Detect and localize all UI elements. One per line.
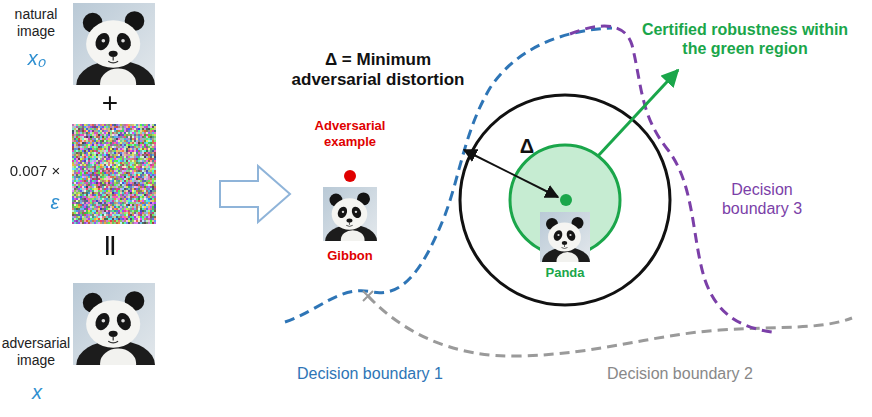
heading-note: Δ = Minimum adversarial distortion (283, 50, 473, 91)
image-caption: natural image (2, 6, 70, 40)
callout-arrow (598, 70, 678, 156)
decision-boundary-2 (368, 296, 852, 356)
operator-symbol: + (95, 86, 125, 120)
adversarial-image (73, 283, 155, 390)
distance-arrow (464, 150, 558, 197)
operator-symbol: || (95, 232, 125, 256)
callout-note: Certified robustness within the green re… (640, 20, 850, 58)
class-label: Gibbon (315, 248, 385, 264)
symbol-label: ε (38, 190, 72, 214)
boundary-label: Decision boundary 3 (712, 180, 812, 218)
scale-factor: 0.007 × (0, 162, 70, 180)
class-label: Panda (530, 265, 600, 281)
input-point (560, 194, 572, 206)
boundary-label: Decision boundary 2 (585, 364, 775, 383)
boundary-label: Decision boundary 1 (275, 364, 465, 383)
image-caption: adversarial image (1, 335, 71, 369)
cross-mark (363, 291, 373, 301)
noise-image (72, 124, 156, 224)
symbol-label: x (20, 380, 54, 404)
distortion-circle (460, 95, 670, 305)
symbol-label: x₀ (20, 46, 54, 70)
distance-label: Δ (512, 134, 542, 158)
point-label: Adversarial example (303, 118, 397, 149)
gibbon-image (323, 187, 377, 257)
adversarial-point (344, 170, 356, 182)
block-arrow (220, 166, 290, 222)
